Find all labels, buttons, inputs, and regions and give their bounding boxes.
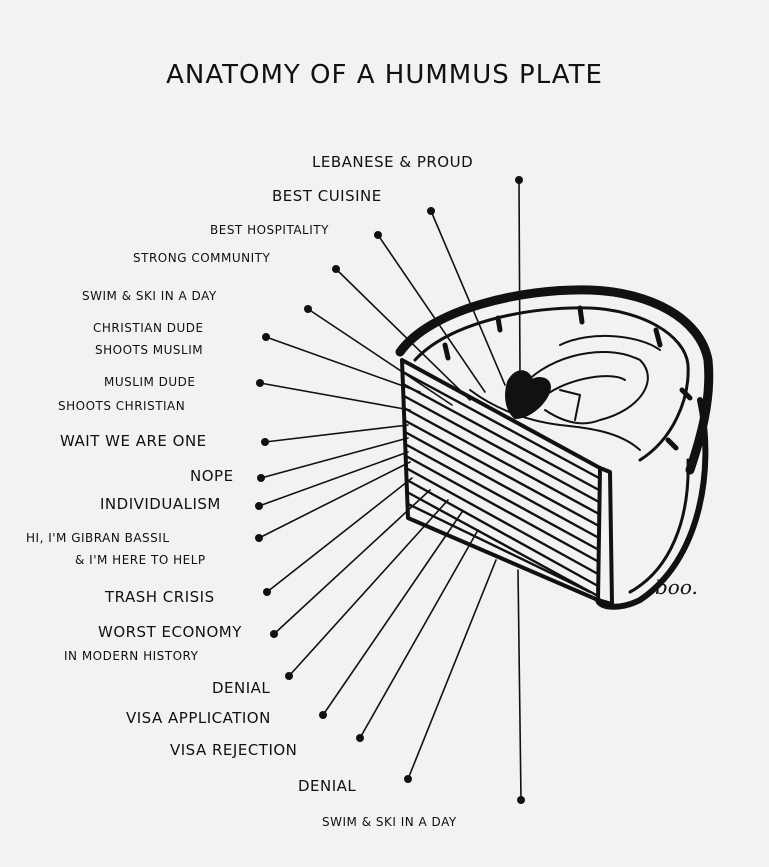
label-gibran-line1: HI, I'M GIBRAN BASSIL xyxy=(26,531,170,545)
label-individualism: INDIVIDUALISM xyxy=(100,495,221,513)
label-muslim-dude-line1: MUSLIM DUDE xyxy=(104,375,196,389)
label-denial-1: DENIAL xyxy=(212,679,271,697)
label-trash-crisis: TRASH CRISIS xyxy=(105,588,215,606)
label-christian-dude-line1: CHRISTIAN DUDE xyxy=(93,321,204,335)
label-worst-economy-line1: WORST ECONOMY xyxy=(98,623,242,641)
label-swim-ski-2: SWIM & SKI IN A DAY xyxy=(322,815,457,829)
artist-signature: boo. xyxy=(655,575,698,599)
label-best-cuisine: BEST CUISINE xyxy=(272,187,382,205)
leader-lines xyxy=(258,179,522,801)
label-wait-we-are-one: WAIT WE ARE ONE xyxy=(60,432,207,450)
label-best-hospitality: BEST HOSPITALITY xyxy=(210,223,329,237)
label-strong-community: STRONG COMMUNITY xyxy=(133,251,271,265)
label-worst-economy-line2: IN MODERN HISTORY xyxy=(64,649,199,663)
label-visa-rejection: VISA REJECTION xyxy=(170,741,298,759)
label-nope: NOPE xyxy=(190,467,234,485)
label-gibran-line2: & I'M HERE TO HELP xyxy=(75,553,206,567)
label-muslim-dude-line2: SHOOTS CHRISTIAN xyxy=(58,399,186,413)
label-visa-application: VISA APPLICATION xyxy=(126,709,271,727)
label-denial-2: DENIAL xyxy=(298,777,357,795)
leader-dots xyxy=(255,176,525,804)
label-christian-dude-line2: SHOOTS MUSLIM xyxy=(95,343,204,357)
diagram-title: ANATOMY OF A HUMMUS PLATE xyxy=(166,60,603,90)
plate-drawing xyxy=(395,285,714,610)
label-lebanese-proud: LEBANESE & PROUD xyxy=(312,153,474,171)
label-swim-ski-1: SWIM & SKI IN A DAY xyxy=(82,289,217,303)
